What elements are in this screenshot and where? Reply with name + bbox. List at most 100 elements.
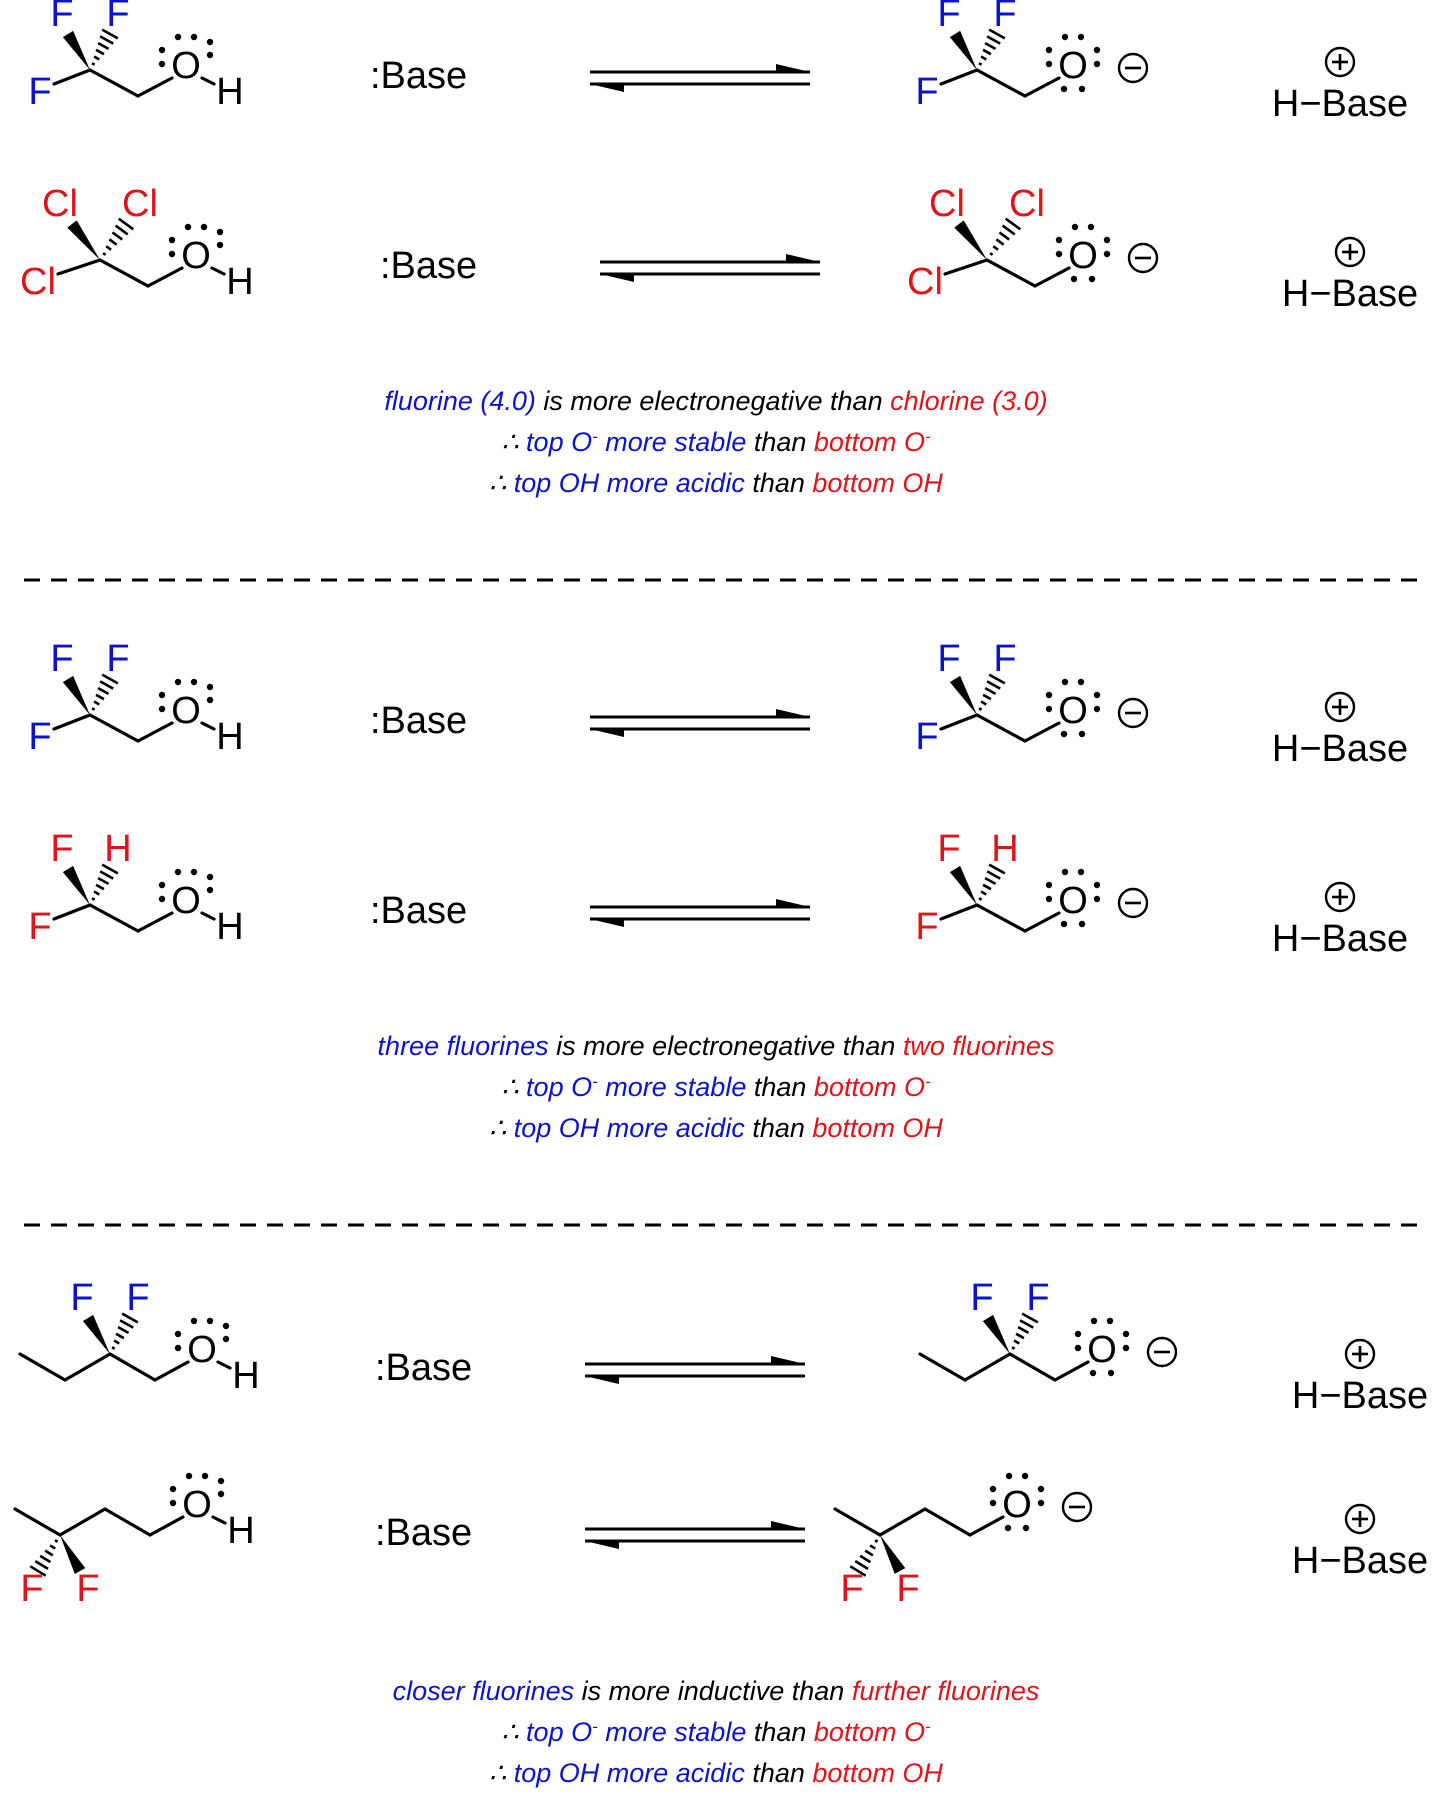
caption-line: ∴ top O- more stable than bottom O-: [501, 1717, 931, 1748]
substituent-atom: F: [50, 638, 73, 680]
lone-pair-dot: [206, 886, 214, 894]
caption-line: ∴ top OH more acidic than bottom OH: [489, 1758, 943, 1788]
base-label: :Base: [375, 1347, 472, 1389]
lone-pair-dot: [206, 683, 214, 691]
bond: [52, 713, 92, 731]
bond: [13, 1507, 62, 1537]
bond: [103, 1507, 152, 1537]
caption-line: ∴ top O- more stable than bottom O-: [501, 1072, 931, 1103]
lone-pair-dot: [1045, 46, 1053, 54]
oxygen-atom: O: [182, 1484, 212, 1526]
bond: [1023, 721, 1061, 743]
caption-segment: bottom O: [814, 1072, 925, 1102]
equilibrium-arrow-icon: [585, 1521, 805, 1549]
wedge-bond: [62, 865, 90, 905]
wedge-bond: [67, 220, 100, 260]
bond: [148, 1515, 185, 1537]
hash-bond: [989, 217, 1022, 256]
bond: [1023, 911, 1061, 933]
substituent-atom: F: [937, 828, 960, 870]
caption-segment: ∴: [501, 1072, 526, 1102]
caption-segment: ∴: [501, 427, 526, 457]
base-label: :Base: [370, 700, 467, 742]
wedge-bond: [60, 1535, 86, 1574]
oxygen-atom: O: [1058, 880, 1088, 922]
caption-segment: further fluorines: [852, 1676, 1040, 1706]
substituent-atom: F: [993, 638, 1016, 680]
bond: [985, 258, 1037, 288]
bond: [18, 1352, 67, 1382]
substituent-atom: H: [104, 828, 131, 870]
caption-segment: than: [746, 1717, 814, 1747]
bond: [1033, 266, 1071, 288]
oxygen-atom: O: [1058, 45, 1088, 87]
caption-segment: -: [925, 427, 931, 446]
lone-pair-dot: [1045, 60, 1053, 68]
caption-segment: ∴: [501, 1717, 526, 1747]
substituent-atom: F: [970, 1277, 993, 1319]
caption-line: ∴ top OH more acidic than bottom OH: [489, 468, 943, 498]
caption-segment: bottom O: [814, 1717, 925, 1747]
substituent-atom: F: [50, 0, 73, 35]
caption-segment: -: [592, 1717, 598, 1736]
positive-charge-icon: [1324, 881, 1356, 913]
lone-pair-dot: [169, 1499, 177, 1507]
lone-pair-dot: [206, 51, 214, 59]
substituent-atom: F: [70, 1277, 93, 1319]
hydrogen-atom: H: [227, 1510, 254, 1552]
bond: [1023, 76, 1061, 98]
caption-segment: closer fluorines: [393, 1676, 575, 1706]
bond: [1008, 1352, 1057, 1382]
caption-segment: bottom O: [814, 427, 925, 457]
conjugate-acid-label: H−Base: [1272, 728, 1408, 770]
lone-pair-dot: [206, 873, 214, 881]
conjugate-acid-label: H−Base: [1282, 273, 1418, 315]
lone-pair-dot: [1060, 920, 1068, 928]
lone-pair-dot: [217, 1477, 225, 1485]
bond: [211, 1515, 227, 1525]
caption-segment: fluorine (4.0): [384, 386, 536, 416]
substituent-atom: Cl: [1009, 183, 1045, 225]
caption-line: closer fluorines is more inductive than …: [393, 1676, 1040, 1706]
caption-segment: top O: [526, 427, 592, 457]
lone-pair-dot: [1004, 1524, 1012, 1532]
lone-pair-dot: [1061, 33, 1069, 41]
bond: [833, 1507, 882, 1537]
caption-segment: top O: [526, 1072, 592, 1102]
caption-segment: than: [746, 427, 814, 457]
hash-bond: [849, 1539, 879, 1577]
lone-pair-dot: [1093, 895, 1101, 903]
hash-bond: [978, 673, 1006, 711]
substituent-atom: F: [76, 1568, 99, 1610]
lone-pair-dot: [1088, 275, 1096, 283]
lone-pair-dot: [168, 236, 176, 244]
lone-pair-dot: [1045, 705, 1053, 713]
positive-charge-icon: [1344, 1503, 1376, 1535]
lone-pair-dot: [1077, 678, 1085, 686]
oxygen-atom: O: [171, 45, 201, 87]
negative-charge-icon: [1117, 697, 1149, 729]
caption-segment: top OH more acidic: [514, 1758, 746, 1788]
caption-segment: more stable: [598, 1717, 747, 1747]
caption-segment: three fluorines: [378, 1031, 549, 1061]
lone-pair-dot: [174, 868, 182, 876]
caption-segment: bottom OH: [812, 1758, 943, 1788]
substituent-atom: F: [1026, 1277, 1049, 1319]
bond: [968, 1515, 1005, 1537]
lone-pair-dot: [1055, 250, 1063, 258]
lone-pair-dot: [206, 38, 214, 46]
substituent-atom: F: [915, 716, 938, 758]
lone-pair-dot: [1103, 236, 1111, 244]
wedge-bond: [982, 1314, 1010, 1354]
substituent-atom: Cl: [122, 183, 158, 225]
bond: [88, 68, 140, 98]
oxygen-atom: O: [181, 235, 211, 277]
bond: [975, 68, 1027, 98]
equilibrium-arrow-icon: [590, 709, 810, 737]
substituent-atom: F: [50, 828, 73, 870]
